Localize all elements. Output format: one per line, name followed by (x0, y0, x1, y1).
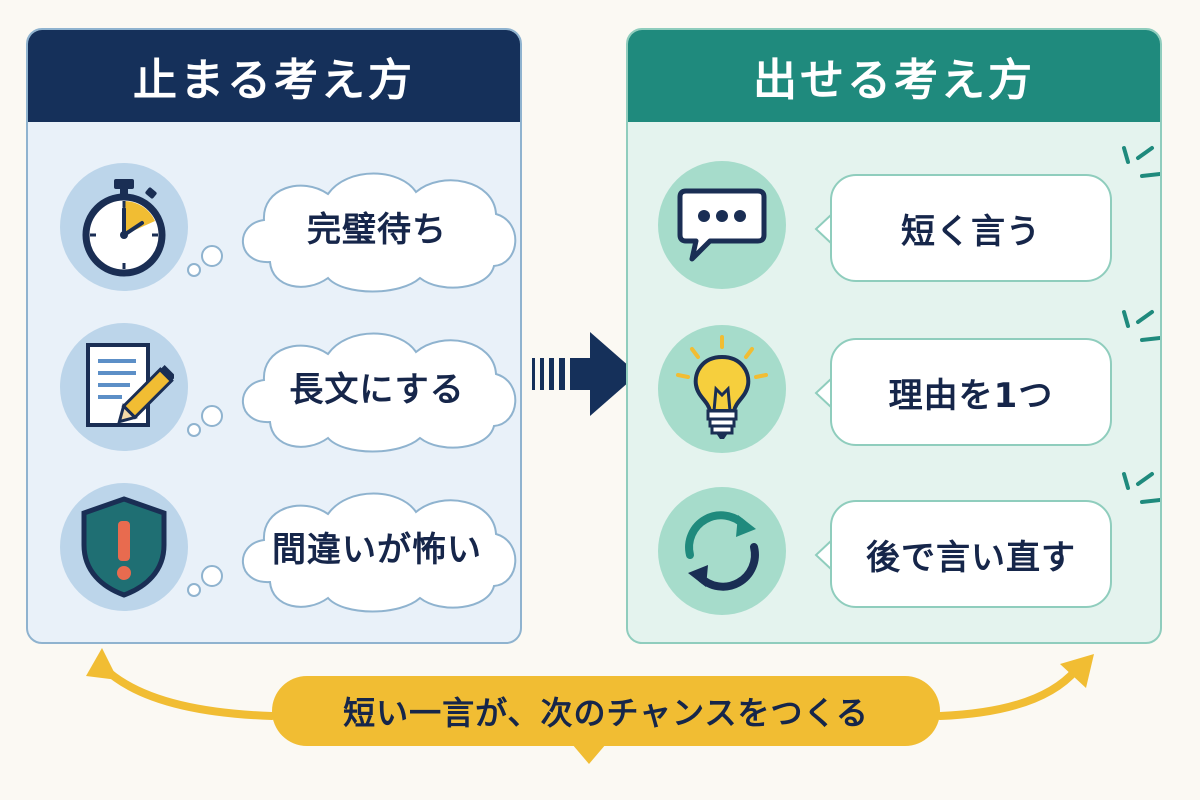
left-item-label: 完璧待ち (307, 209, 447, 250)
sparkle-icon (1122, 310, 1160, 342)
bottom-message: 短い一言が、次のチャンスをつくる (272, 676, 940, 746)
right-item-3: 後で言い直す (628, 472, 1160, 626)
shield-warning-icon (60, 483, 188, 611)
refresh-cycle-icon (658, 487, 786, 615)
document-pencil-icon (60, 323, 188, 451)
left-item-3: 間違いが怖い (28, 472, 520, 622)
right-panel: 出せる考え方 短く言う (626, 28, 1162, 644)
thought-cloud (187, 172, 517, 293)
left-item-2: 長文にする (28, 312, 520, 462)
right-item-label: 理由を1つ (830, 338, 1112, 446)
lightbulb-icon (658, 325, 786, 453)
right-item-label: 短く言う (830, 174, 1112, 282)
sparkle-icon (1122, 146, 1160, 178)
right-item-2: 理由を1つ (628, 310, 1160, 464)
bottom-flow-arrows (86, 648, 1094, 764)
thought-cloud (187, 332, 517, 453)
speech-bubble-icon (658, 161, 786, 289)
bubble-tail (814, 214, 833, 244)
bubble-tail (814, 540, 833, 570)
right-item-1: 短く言う (628, 146, 1160, 300)
stopwatch-icon (60, 163, 188, 291)
bubble-tail (814, 378, 833, 408)
right-item-label: 後で言い直す (830, 500, 1112, 608)
right-panel-title: 出せる考え方 (628, 30, 1160, 122)
left-item-1: 完璧待ち (28, 152, 520, 302)
right-arrow-icon (532, 332, 638, 416)
thought-cloud (187, 492, 517, 613)
left-panel-title: 止まる考え方 (28, 30, 520, 122)
left-panel: 止まる考え方 完璧 (26, 28, 522, 644)
sparkle-icon (1122, 472, 1160, 504)
left-item-label: 間違いが怖い (272, 529, 482, 570)
left-item-label: 長文にする (289, 369, 465, 410)
